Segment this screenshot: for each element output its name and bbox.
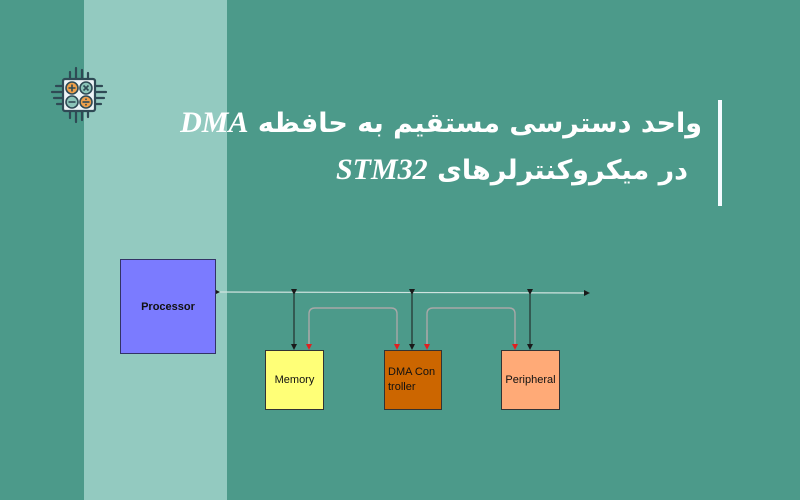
bus-connections	[291, 289, 533, 350]
title-line-1: واحد دسترسی مستقیم به حافظه DMA	[180, 100, 702, 147]
side-band	[84, 0, 227, 500]
dma-label-line-2: troller	[388, 381, 416, 393]
dma-controller-label: DMA Con troller	[388, 365, 435, 395]
dma-label-line-1: DMA Con	[388, 366, 436, 378]
peripheral-label: Peripheral	[505, 374, 556, 386]
system-bus	[213, 288, 590, 296]
title-line-2-latin: STM32	[336, 153, 428, 186]
page-title: واحد دسترسی مستقیم به حافظه DMA در میکرو…	[180, 100, 702, 194]
processor-label: Processor	[141, 300, 195, 313]
processor-block: Processor	[120, 259, 216, 354]
dma-controller-block: DMA Con troller	[384, 350, 442, 410]
microchip-logo-icon	[50, 66, 108, 124]
memory-label: Memory	[274, 374, 315, 386]
dma-transfer-paths	[306, 307, 518, 350]
title-line-1-latin: DMA	[180, 106, 249, 139]
title-line-2: در میکروکنترلرهای STM32	[202, 147, 702, 194]
title-line-1-text: واحد دسترسی مستقیم به حافظه	[257, 108, 702, 139]
memory-block: Memory	[265, 350, 324, 410]
peripheral-block: Peripheral	[501, 350, 560, 410]
title-accent-bar	[718, 100, 722, 206]
title-line-2-text: در میکروکنترلرهای	[437, 155, 688, 186]
